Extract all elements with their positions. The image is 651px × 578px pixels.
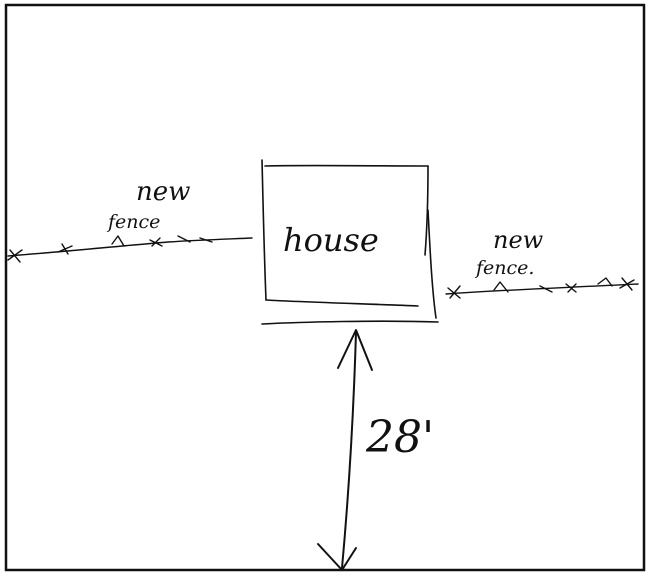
- house-label: house: [283, 221, 379, 259]
- page-border: [4, 3, 646, 572]
- left-fence-label-line2: fence: [106, 211, 160, 233]
- right-fence-label-line2: fence.: [474, 257, 534, 279]
- right-fence: [445, 277, 639, 299]
- left-fence-label-line1: new: [136, 177, 190, 207]
- house-outline: [261, 159, 437, 319]
- distance-arrow: [317, 329, 373, 571]
- left-fence: [7, 235, 253, 263]
- distance-label: 28': [365, 412, 434, 463]
- right-fence-label-line1: new: [493, 226, 544, 254]
- house-front-line: [261, 320, 439, 325]
